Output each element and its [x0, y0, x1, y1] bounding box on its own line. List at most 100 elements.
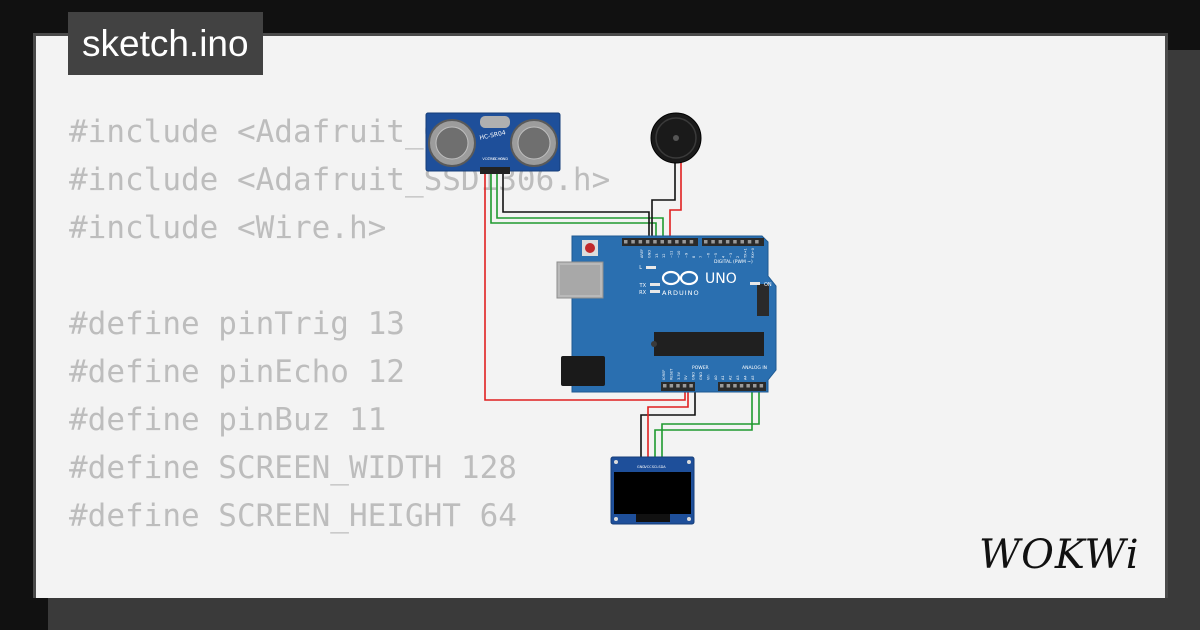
oled-display: GND VCC SCL SDA: [610, 456, 695, 525]
header-pin: [663, 384, 667, 388]
header-pin-label: ~5: [714, 253, 718, 258]
header-pin: [739, 384, 744, 388]
buzzer: [650, 112, 702, 164]
header-pin-label: IOREF: [662, 370, 666, 380]
arduino-logo: [661, 270, 699, 286]
header-pin: [759, 384, 764, 388]
wire-buzzer-signal: [669, 160, 682, 240]
board-name: UNO: [705, 271, 737, 287]
header-pin: [689, 384, 693, 388]
wire-oled-vcc: [647, 385, 689, 462]
oled-pin-label: SDA: [658, 465, 666, 469]
power-header-label: POWER: [692, 365, 709, 371]
header-pin-label: A0: [714, 375, 718, 380]
header-pin-label: GND: [699, 372, 703, 380]
sensor-pin-label: VCC: [482, 157, 490, 161]
header-pin: [682, 240, 686, 244]
oled-pin-label: VCC: [644, 465, 652, 469]
header-pin: [667, 240, 672, 244]
header-pin-label: ~10: [677, 251, 681, 258]
wire-sensor-gnd: [502, 170, 650, 240]
digital-header-label: DIGITAL (PWM ~): [714, 259, 753, 265]
header-pin: [645, 240, 650, 244]
code-line: #define SCREEN_WIDTH 128: [69, 450, 517, 486]
header-pin: [682, 384, 687, 388]
wire-buzzer-gnd: [651, 160, 676, 240]
oled-pin-label: GND: [637, 465, 645, 469]
wokwi-logo-text: WOKWi: [979, 532, 1140, 578]
header-pin-label: 3.3V: [677, 371, 681, 380]
circuit-diagram: HC-SR04 VCC TRIG ECHO GND L TX RX ON: [425, 112, 777, 525]
header-pin: [624, 240, 628, 244]
header-pin-label: GND: [647, 250, 651, 258]
header-pin: [747, 240, 752, 244]
header-pin: [733, 240, 737, 244]
header-pin-label: ~11: [670, 251, 674, 258]
header-pin: [720, 384, 724, 388]
code-line: Adafruit_SSD1306 oled(SCREEN_WIDTH, SCRE…: [69, 588, 1152, 598]
file-tab[interactable]: sketch.ino: [68, 12, 263, 75]
header-pin-label: A3: [736, 375, 740, 380]
header-pin-label: A2: [729, 375, 733, 380]
header-pin: [669, 384, 674, 388]
header-pin: [675, 240, 679, 244]
sensor-pin-label: ECHO: [493, 157, 503, 161]
led-label-tx: TX: [639, 283, 647, 289]
header-pin: [704, 240, 708, 244]
header-pin-label: 13: [655, 254, 659, 258]
header-pin: [660, 240, 664, 244]
wire-oled-gnd: [640, 385, 696, 462]
header-pin: [653, 240, 657, 244]
header-pin-label: 4: [721, 255, 725, 258]
header-pin-label: AREF: [640, 249, 644, 258]
wokwi-logo: WOKWi: [979, 532, 1140, 578]
header-pin-label: 2: [736, 256, 740, 258]
oled-pin-label: SCL: [652, 465, 659, 469]
board-brand: ARDUINO: [662, 289, 700, 297]
header-pin: [733, 384, 737, 388]
header-pin-label: ~9: [684, 253, 688, 258]
code-line: #include <Wire.h>: [69, 210, 387, 246]
header-pin-label: 5V: [684, 375, 688, 380]
ultrasonic-sensor: HC-SR04 VCC TRIG ECHO GND: [425, 112, 561, 174]
header-pin-label: 12: [662, 254, 666, 258]
header-pin: [689, 240, 694, 244]
header-pin-label: GND: [692, 372, 696, 380]
wire-oled-scl: [654, 385, 753, 462]
header-pin-label: Vin: [706, 374, 710, 380]
header-pin-label: A1: [721, 375, 725, 380]
header-pin: [725, 240, 730, 244]
header-pin: [746, 384, 750, 388]
wire-sensor-trig: [490, 170, 657, 240]
header-pin: [638, 240, 643, 244]
header-pin: [631, 240, 635, 244]
header-pin-label: TX→1: [744, 248, 748, 259]
code-line: #define SCREEN_HEIGHT 64: [69, 498, 517, 534]
header-pin-label: 8: [692, 256, 696, 258]
arduino-uno-board: L TX RX ON UNO ARDUINO DIGITAL (PWM ~) P…: [556, 235, 777, 393]
analog-header-label: ANALOG IN: [742, 365, 767, 371]
sensor-pin-label: GND: [500, 157, 508, 161]
header-pin-label: ~3: [729, 253, 733, 258]
header-pin: [740, 240, 744, 244]
header-pin-label: A4: [743, 375, 747, 380]
header-pin: [718, 240, 723, 244]
header-pin-label: 7: [699, 256, 703, 258]
wire-oled-sda: [661, 385, 760, 462]
code-line: #define pinEcho 12: [69, 354, 405, 390]
led-label-on: ON: [764, 282, 772, 288]
led-label-rx: RX: [639, 290, 646, 296]
header-pin: [676, 384, 680, 388]
header-pin: [711, 240, 715, 244]
header-pin-label: RESET: [669, 368, 673, 380]
header-pin: [755, 240, 759, 244]
code-line: #define pinTrig 13: [69, 306, 405, 342]
led-label-l: L: [639, 265, 642, 271]
header-pin: [726, 384, 731, 388]
sensor-pin-label: TRIG: [487, 157, 497, 161]
header-pin: [753, 384, 757, 388]
wire-sensor-echo: [496, 170, 664, 240]
header-pin-label: ~6: [707, 253, 711, 258]
header-pin-label: RX←0: [751, 248, 755, 258]
